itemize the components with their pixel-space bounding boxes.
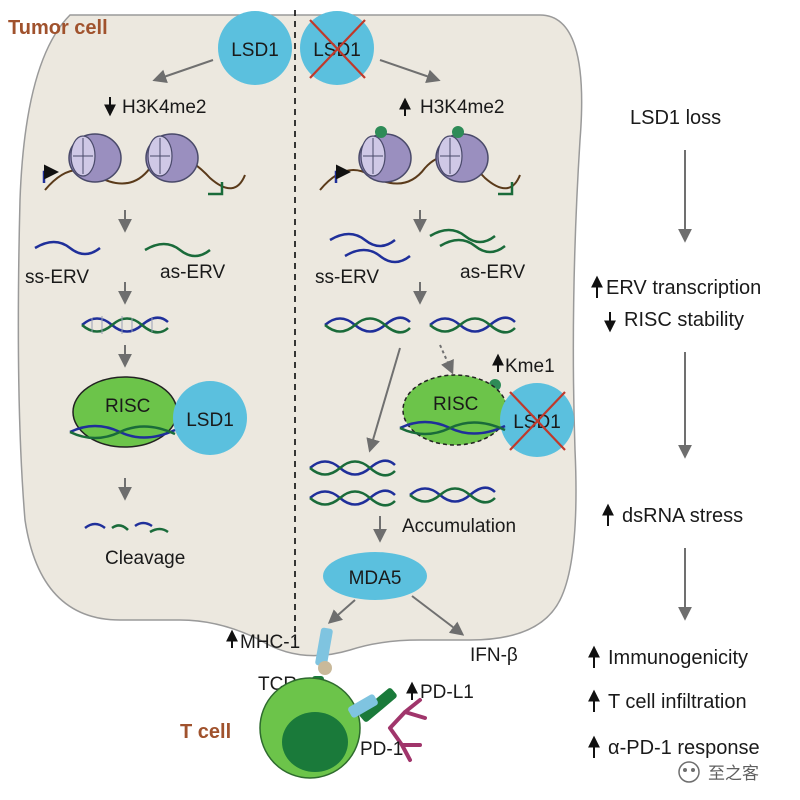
svg-text:ss-ERV: ss-ERV xyxy=(315,267,379,288)
left-h3k4me2: H3K4me2 xyxy=(104,97,207,118)
right-h3k4me2: H3K4me2 xyxy=(399,97,505,118)
svg-text:PD-L1: PD-L1 xyxy=(420,682,474,703)
tumor-cell-title: Tumor cell xyxy=(8,17,108,39)
right-nucleosomes xyxy=(319,126,521,196)
left-lsd1: LSD1 xyxy=(218,11,292,85)
left-nucleosomes xyxy=(42,133,246,196)
right-accumulation: Accumulation xyxy=(309,459,516,537)
svg-text:至之客: 至之客 xyxy=(708,764,759,783)
mda5: MDA5 xyxy=(323,552,427,600)
svg-text:Kme1: Kme1 xyxy=(505,356,555,377)
left-erv: ss-ERV as-ERV xyxy=(25,240,225,288)
left-dsrna xyxy=(81,316,169,334)
svg-text:RISC: RISC xyxy=(433,394,478,415)
pdl1: PD-L1 xyxy=(359,681,474,722)
svg-text:as-ERV: as-ERV xyxy=(460,262,525,283)
svg-text:LSD1: LSD1 xyxy=(186,410,234,431)
svg-text:Cleavage: Cleavage xyxy=(105,548,185,569)
svg-text:MDA5: MDA5 xyxy=(349,568,402,589)
svg-text:PD-1: PD-1 xyxy=(360,739,403,760)
ifn-beta-label: IFN-β xyxy=(470,645,518,666)
svg-text:dsRNA stress: dsRNA stress xyxy=(622,505,743,527)
left-arrow-lsd1 xyxy=(152,59,214,83)
mhc1: MHC-1 xyxy=(226,627,333,675)
right-risc-complex: RISC LSD1 xyxy=(399,374,574,457)
svg-text:H3K4me2: H3K4me2 xyxy=(122,97,207,118)
svg-text:Accumulation: Accumulation xyxy=(402,516,516,537)
svg-text:LSD1 loss: LSD1 loss xyxy=(630,107,721,129)
right-dsrna-pair xyxy=(324,316,516,334)
svg-text:Immunogenicity: Immunogenicity xyxy=(608,647,748,669)
left-cleavage: Cleavage xyxy=(84,521,185,569)
svg-text:ERV transcription: ERV transcription xyxy=(606,277,761,299)
svg-text:T cell: T cell xyxy=(180,721,231,743)
svg-text:H3K4me2: H3K4me2 xyxy=(420,97,505,118)
svg-text:α-PD-1 response: α-PD-1 response xyxy=(608,737,760,759)
side-panel: LSD1 loss ERV transcription RISC stabili… xyxy=(588,107,761,759)
svg-text:RISC: RISC xyxy=(105,396,150,417)
svg-text:MHC-1: MHC-1 xyxy=(240,632,300,653)
right-erv: ss-ERV as-ERV xyxy=(315,228,525,288)
right-lsd1-inactivated: LSD1 xyxy=(300,11,374,85)
svg-text:ss-ERV: ss-ERV xyxy=(25,267,89,288)
svg-text:T cell infiltration: T cell infiltration xyxy=(608,691,747,713)
svg-text:as-ERV: as-ERV xyxy=(160,262,225,283)
watermark: 至之客 xyxy=(678,761,759,783)
t-cell: T cell xyxy=(180,677,378,779)
svg-text:RISC stability: RISC stability xyxy=(624,309,744,331)
left-risc-complex: RISC LSD1 xyxy=(69,376,247,455)
pd1: PD-1 xyxy=(360,698,427,762)
svg-text:LSD1: LSD1 xyxy=(231,40,279,61)
